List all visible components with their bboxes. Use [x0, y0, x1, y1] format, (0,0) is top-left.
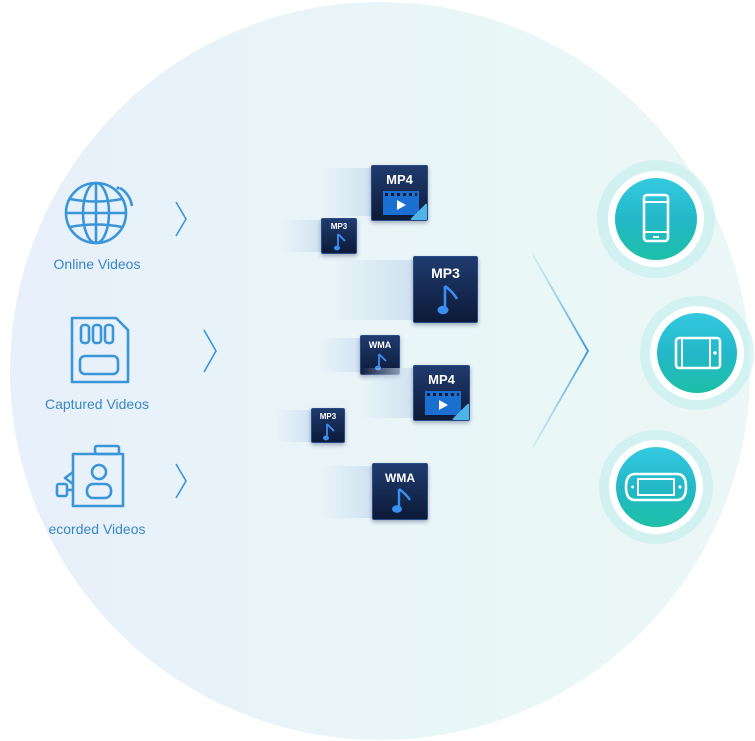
music-note-icon — [334, 233, 346, 251]
tablet-icon — [674, 336, 722, 370]
film-play-icon — [383, 191, 419, 215]
large-chevron-right-icon — [532, 254, 590, 448]
format-tile-mp3-small: MP3 — [321, 218, 357, 254]
film-play-icon — [425, 391, 461, 415]
game-console-icon — [624, 472, 688, 502]
source-label-online: Online Videos — [53, 256, 141, 272]
source-label-captured: Captured Videos — [44, 396, 150, 412]
format-tile-mp3-tiny: MP3 — [311, 408, 345, 443]
motion-streak — [282, 220, 322, 252]
camcorder-icon — [55, 444, 125, 508]
motion-streak — [320, 466, 373, 518]
format-tile-mp4-large: MP4 — [371, 165, 428, 221]
smartphone-icon — [642, 193, 670, 243]
motion-streak — [360, 368, 416, 418]
music-note-icon — [392, 488, 411, 513]
motion-streak — [276, 410, 312, 442]
music-note-icon — [437, 284, 459, 315]
format-tile-wma-large: WMA — [372, 463, 428, 520]
format-tile-mp3-large: MP3 — [413, 256, 478, 323]
music-note-icon — [323, 423, 335, 441]
device-game-console — [599, 430, 713, 544]
format-tile-mp4-medium: MP4 — [413, 365, 470, 421]
device-smartphone — [597, 160, 715, 278]
chevron-right-icon — [175, 463, 187, 499]
chevron-right-icon — [203, 329, 217, 373]
motion-streak — [320, 338, 362, 372]
chevron-right-icon — [175, 201, 187, 237]
motion-streak — [320, 168, 372, 216]
source-label-recorded: ecorded Videos — [48, 521, 146, 537]
device-tablet — [640, 296, 754, 410]
motion-streak — [330, 260, 414, 320]
sd-card-icon — [70, 316, 130, 384]
globe-icon — [64, 181, 134, 245]
